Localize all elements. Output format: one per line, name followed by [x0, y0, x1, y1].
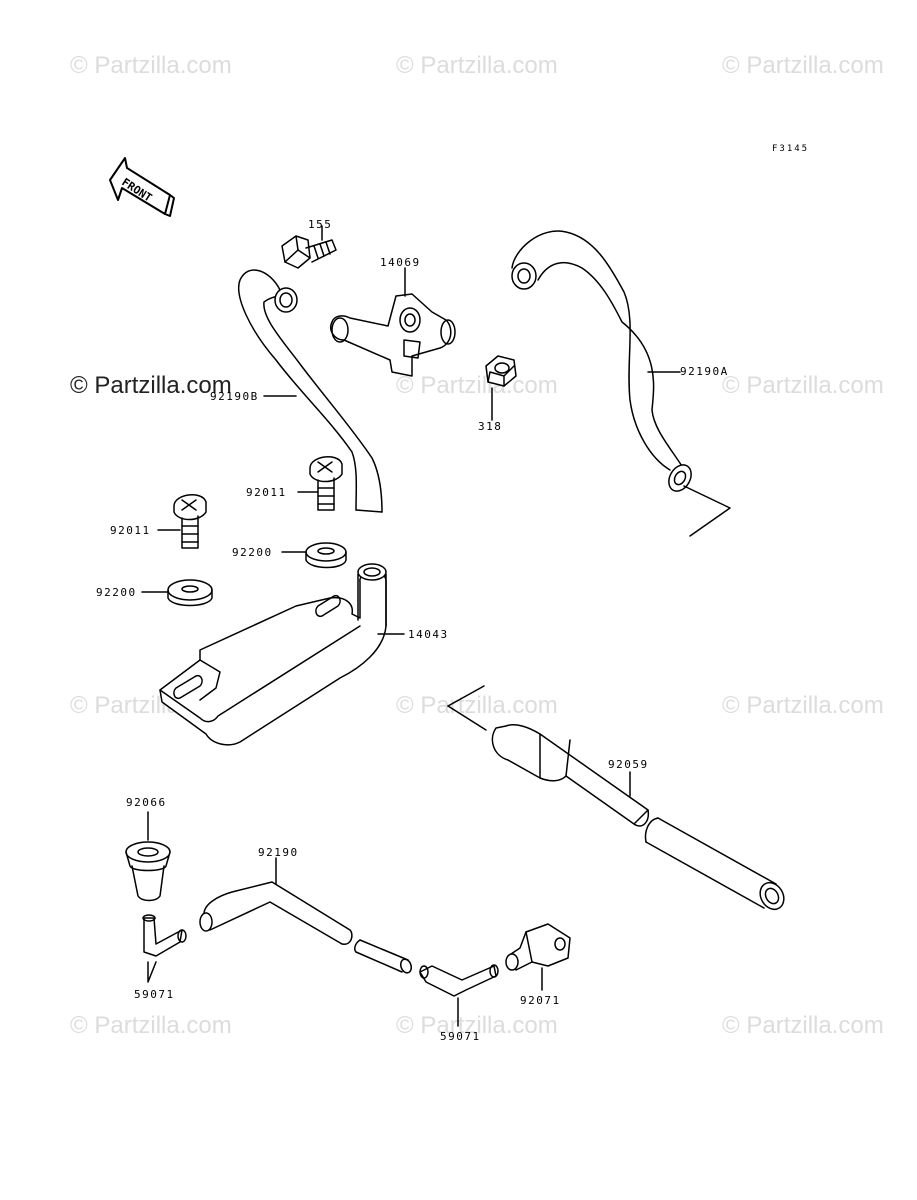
label-14069: 14069: [380, 256, 421, 269]
washer-92200-upper: [305, 542, 347, 569]
label-92011-lower: 92011: [110, 524, 151, 537]
washer-92200-lower: [167, 579, 213, 607]
watermark: © Partzilla.com: [396, 1012, 558, 1039]
label-14043: 14043: [408, 628, 449, 641]
plate-14043: [159, 563, 387, 746]
screw-92011-lower: [173, 494, 207, 549]
bolt-155: [281, 235, 337, 269]
front-arrow-icon: FRONT: [109, 157, 175, 217]
watermark: © Partzilla.com: [396, 52, 558, 79]
watermark: © Partzilla.com: [396, 692, 558, 719]
label-92071: 92071: [520, 994, 561, 1007]
label-92059: 92059: [608, 758, 649, 771]
pipe-92059: [447, 685, 785, 911]
watermark: © Partzilla.com: [722, 372, 884, 399]
label-92190: 92190: [258, 846, 299, 859]
hose-92190A: [511, 230, 731, 537]
leader-59071-left: [147, 961, 157, 983]
watermark: © Partzilla.com: [70, 1012, 232, 1039]
watermark: © Partzilla.com: [722, 1012, 884, 1039]
label-92190A: 92190A: [680, 365, 729, 378]
label-155: 155: [308, 218, 333, 231]
watermark: © Partzilla.com: [396, 372, 558, 399]
label-92066: 92066: [126, 796, 167, 809]
fitting-59071-left: [142, 914, 187, 957]
watermark-main: © Partzilla.com: [70, 372, 232, 399]
watermark: © Partzilla.com: [722, 52, 884, 79]
figure-id: F3145: [772, 144, 810, 154]
label-92190B: 92190B: [210, 390, 259, 403]
label-92011-upper: 92011: [246, 486, 287, 499]
watermark: © Partzilla.com: [70, 52, 232, 79]
hose-92190B: [238, 269, 383, 513]
hose-92190: [199, 881, 413, 974]
label-92200-upper: 92200: [232, 546, 273, 559]
label-92200-lower: 92200: [96, 586, 137, 599]
joint-14069: [330, 293, 456, 377]
screw-92011-upper: [309, 456, 343, 511]
grommet-92066: [125, 841, 171, 902]
label-59071-left: 59071: [134, 988, 175, 1001]
fitting-59071-right: [419, 964, 499, 997]
fitting-92071: [505, 923, 571, 971]
label-318: 318: [478, 420, 503, 433]
label-59071-right: 59071: [440, 1030, 481, 1043]
watermark: © Partzilla.com: [722, 692, 884, 719]
nut-318: [485, 355, 517, 387]
